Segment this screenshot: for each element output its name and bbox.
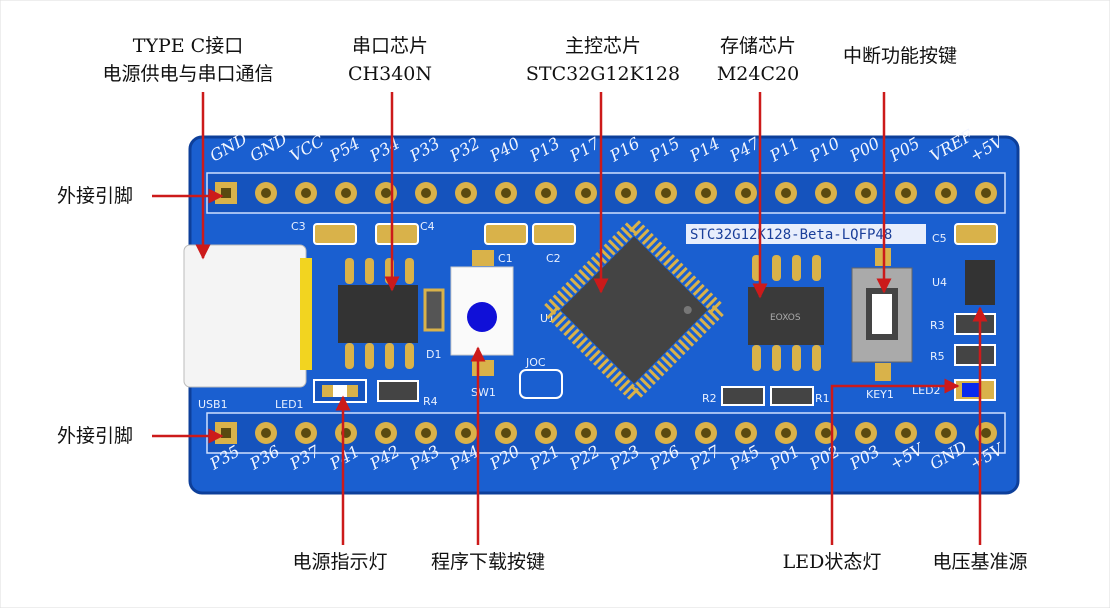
pin-hole (861, 188, 871, 198)
pin-hole (821, 188, 831, 198)
pin-hole (301, 428, 311, 438)
pin-hole (821, 428, 831, 438)
annotation-lines (152, 92, 988, 545)
label-power-led: 电源指示灯 (292, 551, 387, 573)
pin-hole (461, 188, 471, 198)
pin-hole (261, 188, 271, 198)
sw1-label: SW1 (471, 386, 496, 399)
resistor-r4 (377, 380, 419, 402)
label-ext-pins-top: 外接引脚 (57, 185, 133, 207)
joc-label: JOC (525, 356, 546, 369)
mcu-chip (539, 215, 729, 405)
pin-hole (781, 188, 791, 198)
power-led (313, 379, 367, 403)
label-typec-1: TYPE C接口 (133, 35, 243, 57)
pin-hole (661, 428, 671, 438)
usb1-label: USB1 (198, 398, 228, 411)
pin-hole (381, 428, 391, 438)
label-typec-2: 电源供电与串口通信 (102, 63, 273, 85)
pin-hole (581, 188, 591, 198)
c5-label: C5 (932, 232, 947, 245)
arrow-status-led (830, 378, 960, 545)
resistor-r5 (954, 344, 996, 366)
c4-label: C4 (420, 220, 435, 233)
resistor-r2 (721, 386, 765, 406)
cap-c5 (954, 223, 998, 245)
label-vref: 电压基准源 (932, 551, 1027, 573)
label-serial-2: CH340N (348, 63, 432, 85)
led1-label: LED1 (275, 398, 304, 411)
key1-label: KEY1 (866, 388, 894, 401)
jumper-joc (519, 369, 563, 399)
label-mcu-2: STC32G12K128 (526, 63, 680, 85)
pin-hole (421, 188, 431, 198)
pin-hole (421, 428, 431, 438)
cap-c3 (313, 223, 357, 245)
diode-d1 (423, 288, 445, 332)
label-eeprom-2: M24C20 (717, 63, 799, 85)
board-title-silkscreen: STC32G12K128-Beta-LQFP48 (690, 227, 892, 243)
r4-label: R4 (423, 395, 438, 408)
pin-hole (661, 188, 671, 198)
pin-hole (581, 428, 591, 438)
label-ext-pins-bottom: 外接引脚 (57, 425, 133, 447)
pin-hole (941, 428, 951, 438)
pin-hole (981, 188, 991, 198)
pin-hole (901, 188, 911, 198)
pin-hole (741, 188, 751, 198)
pin-hole (941, 188, 951, 198)
cap-c4 (375, 223, 419, 245)
cap-c2 (532, 223, 576, 245)
pin-hole (261, 428, 271, 438)
vref-chip-u4 (965, 260, 995, 305)
c3-label: C3 (291, 220, 306, 233)
label-interrupt-key: 中断功能按键 (843, 45, 957, 67)
pin-hole (981, 428, 991, 438)
r1-label: R1 (815, 392, 830, 405)
pin-hole (621, 428, 631, 438)
bottom-header-strip (206, 412, 1006, 454)
label-serial-1: 串口芯片 (352, 35, 428, 57)
pin-hole (501, 188, 511, 198)
pin-hole (461, 428, 471, 438)
svg-text:EOXOS: EOXOS (770, 313, 801, 323)
cap-c1 (484, 223, 528, 245)
top-header-strip (206, 172, 1006, 214)
resistor-r1 (770, 386, 814, 406)
d1-label: D1 (426, 348, 441, 361)
pin-hole (901, 428, 911, 438)
interrupt-key[interactable] (851, 248, 913, 381)
pin-hole (861, 428, 871, 438)
pin-hole (621, 188, 631, 198)
pin-hole (301, 188, 311, 198)
ch340n-chip (338, 258, 418, 369)
pin-hole (381, 188, 391, 198)
usb-c-pads (300, 258, 312, 370)
u4-label: U4 (932, 276, 947, 289)
pin-hole (341, 188, 351, 198)
c2-label: C2 (546, 252, 561, 265)
pin-hole (701, 188, 711, 198)
pin-hole (701, 428, 711, 438)
pin-hole (741, 428, 751, 438)
r3-label: R3 (930, 319, 945, 332)
label-eeprom-1: 存储芯片 (720, 35, 796, 57)
r2-label: R2 (702, 392, 717, 405)
pin-hole (781, 428, 791, 438)
pin-hole (501, 428, 511, 438)
pin-hole (541, 188, 551, 198)
r5-label: R5 (930, 350, 945, 363)
c1-label: C1 (498, 252, 513, 265)
label-status-led: LED状态灯 (783, 551, 882, 573)
label-mcu-1: 主控芯片 (565, 35, 641, 57)
pin-hole (221, 428, 231, 438)
status-led (954, 379, 996, 401)
pin-hole (541, 428, 551, 438)
usb-c-connector (183, 244, 307, 388)
resistor-r3 (954, 313, 996, 335)
label-download-key: 程序下载按键 (431, 551, 545, 573)
pin-hole (221, 188, 231, 198)
